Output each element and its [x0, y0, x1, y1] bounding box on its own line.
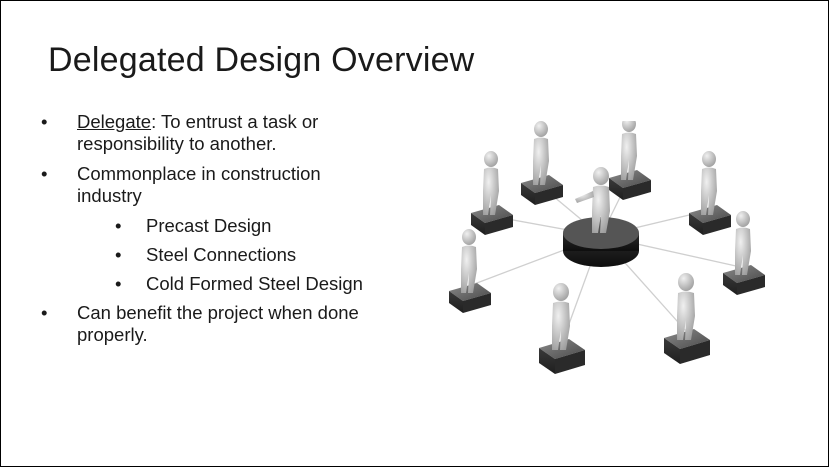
- figure-node: [521, 121, 563, 205]
- sub-bullet-steel-connections: • Steel Connections: [41, 244, 381, 266]
- bullet-text: Commonplace in construction industry: [77, 163, 321, 206]
- sub-bullet-precast: • Precast Design: [41, 215, 381, 237]
- sub-bullet-text: Cold Formed Steel Design: [146, 273, 363, 294]
- term-delegate: Delegate: [77, 111, 152, 132]
- bullet-delegate-definition: • Delegate: To entrust a task or respons…: [41, 111, 381, 155]
- sub-bullet-cold-formed: • Cold Formed Steel Design: [41, 273, 381, 295]
- sub-bullet-text: Precast Design: [146, 215, 272, 236]
- definition-text: : To entrust a task or responsibility to…: [77, 111, 319, 154]
- delegation-network-figures-icon: [449, 121, 765, 374]
- bullet-list: • Delegate: To entrust a task or respons…: [41, 111, 381, 354]
- bullet-marker: •: [41, 302, 48, 323]
- bullet-marker: •: [41, 111, 48, 132]
- slide-title: Delegated Design Overview: [48, 41, 475, 79]
- bullet-benefit: • Can benefit the project when done prop…: [41, 302, 381, 346]
- bullet-commonplace: • Commonplace in construction industry: [41, 163, 381, 207]
- figure-node: [539, 283, 585, 374]
- figure-node: [723, 211, 765, 295]
- central-figure: [575, 167, 610, 233]
- bullet-marker: •: [41, 163, 48, 184]
- figure-node: [449, 229, 491, 313]
- bullet-marker: •: [115, 273, 122, 294]
- bullet-marker: •: [115, 244, 122, 265]
- figure-node: [471, 151, 513, 235]
- figure-node: [609, 121, 651, 200]
- bullet-marker: •: [115, 215, 122, 236]
- sub-bullet-text: Steel Connections: [146, 244, 297, 265]
- figure-group: [449, 121, 765, 374]
- bullet-text: Can benefit the project when done proper…: [77, 302, 359, 345]
- figure-node: [689, 151, 731, 235]
- figure-node: [664, 273, 710, 364]
